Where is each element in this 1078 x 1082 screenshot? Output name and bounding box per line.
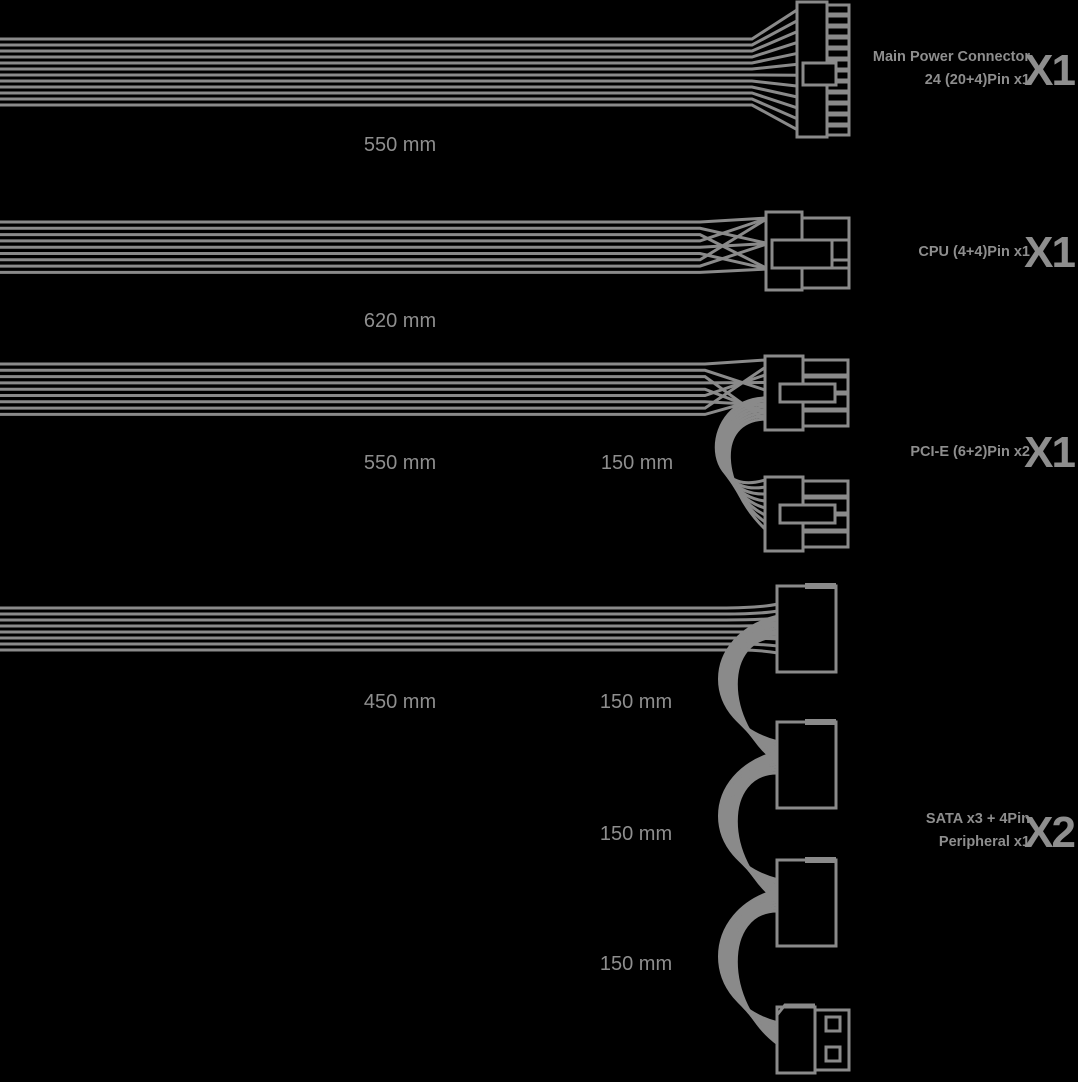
connector-pin [801, 409, 850, 428]
wire-cpu [0, 267, 769, 274]
label-cpu: CPU (4+4)Pin x1 [918, 241, 1030, 264]
wire-sata [0, 623, 779, 628]
connector-pin [800, 216, 851, 242]
length-sata-1: 150 mm [599, 691, 673, 713]
connector-pin [824, 1015, 842, 1033]
wire-main-power [0, 17, 801, 47]
label-line: PCI-E (6+2)Pin x2 [910, 444, 1030, 460]
wire-main-power [0, 79, 801, 88]
wire-pcie-split [726, 414, 766, 524]
connector-sata [775, 858, 838, 948]
wire-main-power [0, 62, 801, 71]
wire-main-power [0, 51, 801, 65]
wire-main-power [0, 85, 801, 100]
label-pcie: PCI-E (6+2)Pin x2 [910, 441, 1030, 464]
wire-pcie-split [714, 396, 766, 484]
wire-sata [0, 602, 779, 610]
wire-cpu [0, 242, 769, 249]
wire-main-power [0, 97, 801, 122]
length-main-power: 550 mm [363, 134, 437, 156]
length-pcie-split: 150 mm [600, 452, 674, 474]
wire-cpu [0, 216, 769, 262]
connector-pin [825, 113, 851, 126]
wire-sata-split [734, 771, 779, 903]
wire-cpu [0, 252, 769, 271]
wire-pcie [0, 368, 766, 392]
connector-pin [825, 3, 851, 16]
wire-pcie-split [727, 417, 767, 531]
length-sata-2: 150 mm [599, 823, 673, 845]
wire-sata [0, 616, 779, 622]
connector-molex-bevel [775, 1003, 815, 1016]
wire-cpu [0, 242, 769, 268]
wire-pcie-split [716, 399, 766, 490]
label-sata: SATA x3 + 4Pin Peripheral x1 [926, 808, 1030, 854]
connector-latch [801, 61, 838, 87]
wire-cpu [0, 216, 769, 243]
length-sata-3: 150 mm [599, 953, 673, 975]
qty-cpu: X1 [1024, 228, 1076, 277]
connector-pin [825, 102, 851, 115]
connector-pcie-latch [778, 382, 837, 404]
wire-pcie [0, 400, 766, 407]
length-pcie-main: 550 mm [363, 452, 437, 474]
wire-pcie [0, 366, 766, 410]
wire-cpu [0, 226, 769, 245]
wire-pcie-split [724, 411, 766, 517]
wire-main-power [0, 91, 801, 111]
connector-pin [800, 266, 851, 290]
connector-pin [824, 1045, 842, 1063]
wire-pcie-split [718, 402, 766, 496]
connector-sata-tab [805, 719, 836, 725]
connector-pin [801, 358, 850, 377]
connector-pin [801, 479, 850, 498]
connector-pin [825, 25, 851, 38]
qty-pcie: X1 [1024, 428, 1076, 477]
wire-main-power [0, 6, 801, 41]
length-sata-main: 450 mm [363, 691, 437, 713]
qty-main-power: X1 [1024, 46, 1076, 95]
wire-main-power [0, 29, 801, 53]
connector-sata-tab [805, 583, 836, 589]
connector-pcie-latch [778, 503, 837, 525]
wire-pcie [0, 358, 766, 366]
label-line: CPU (4+4)Pin x1 [918, 244, 1030, 260]
connector-molex [775, 1005, 817, 1075]
connector-sata [775, 720, 838, 810]
wire-pcie-split [720, 405, 766, 503]
label-line: Main Power Connector [872, 49, 1030, 65]
label-main-power: Main Power Connector 24 (20+4)Pin x1 [873, 46, 1030, 92]
wire-main-power [0, 40, 801, 59]
wire-sata [0, 609, 779, 616]
qty-sata: X2 [1024, 808, 1076, 857]
connector-pin [825, 47, 851, 60]
wire-pcie [0, 396, 766, 416]
wire-sata-split [734, 635, 779, 765]
wire-sata [0, 642, 779, 648]
label-line: SATA x3 + 4Pin [925, 811, 1030, 827]
wire-main-power [0, 103, 801, 133]
wire-pcie-split [722, 408, 766, 510]
connector-pin [825, 36, 851, 49]
connector-sata [775, 584, 838, 674]
length-cpu: 620 mm [363, 310, 437, 332]
connector-pin [825, 124, 851, 137]
connector-cpu-latch [770, 238, 834, 270]
connector-pin [825, 91, 851, 104]
wire-cpu [0, 233, 769, 271]
connector-pin [825, 14, 851, 27]
wire-sata [0, 648, 779, 655]
wire-sata [0, 636, 779, 641]
wire-cpu [0, 216, 769, 224]
wire-sata-split [734, 909, 779, 1046]
label-line: Peripheral x1 [938, 834, 1030, 850]
connector-pin [801, 530, 850, 549]
label-line: 24 (20+4)Pin x1 [924, 72, 1030, 88]
connector-sata-tab [805, 857, 836, 863]
